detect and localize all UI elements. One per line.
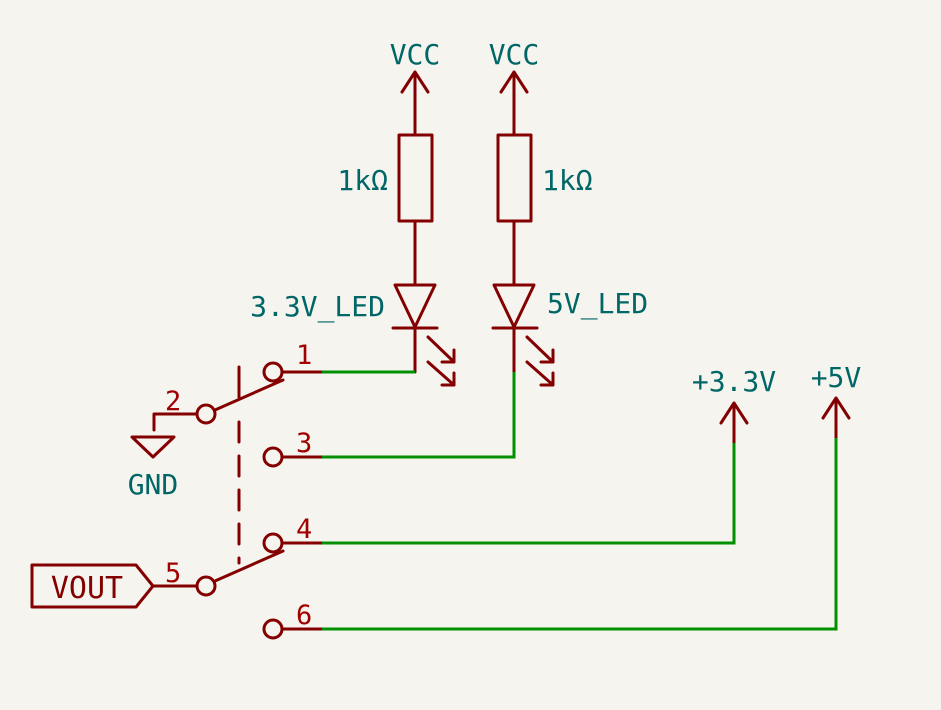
led-left-cathode bbox=[391, 326, 439, 374]
led-right-triangle-icon bbox=[492, 283, 536, 329]
led-right-label: 5V_LED bbox=[547, 287, 648, 321]
led-right[interactable]: 5V_LED bbox=[491, 283, 648, 387]
gnd-triangle-icon bbox=[130, 435, 176, 459]
vout-global-label[interactable]: VOUT bbox=[30, 563, 155, 609]
switch-terminal-4 bbox=[262, 532, 284, 554]
power-3v3-label: +3.3V bbox=[692, 365, 776, 398]
switch-pin-2-lead bbox=[152, 412, 199, 432]
vcc-left-arrow-icon bbox=[400, 70, 430, 137]
wire-pin6-to-5v[interactable] bbox=[322, 438, 838, 631]
vcc-left-symbol[interactable]: VCC bbox=[390, 38, 441, 137]
vcc-right-arrow-icon bbox=[499, 70, 529, 137]
resistor-left-value: 1kΩ bbox=[337, 164, 388, 197]
switch-pin-3-number: 3 bbox=[296, 428, 312, 459]
vout-label-text: VOUT bbox=[51, 571, 123, 606]
switch-lever-upper bbox=[213, 378, 285, 412]
power-3v3-arrow-icon bbox=[719, 401, 749, 445]
vcc-right-symbol[interactable]: VCC bbox=[489, 38, 540, 137]
switch-dpdt[interactable]: 1 2 3 4 5 6 bbox=[151, 340, 324, 640]
resistor-left-body bbox=[397, 133, 434, 223]
resistor-left[interactable]: 1kΩ bbox=[337, 133, 434, 287]
vcc-right-label: VCC bbox=[489, 38, 540, 71]
wire-pin4-to-3v3[interactable] bbox=[322, 443, 736, 545]
led-left[interactable]: 3.3V_LED bbox=[250, 283, 456, 387]
power-3v3-symbol[interactable]: +3.3V bbox=[692, 365, 776, 445]
led-right-cathode bbox=[491, 326, 539, 374]
switch-pin-1-number: 1 bbox=[296, 340, 312, 371]
switch-pin-4-number: 4 bbox=[296, 514, 312, 545]
switch-terminal-5 bbox=[195, 575, 217, 597]
switch-pin-2-number: 2 bbox=[165, 386, 181, 417]
resistor-right[interactable]: 1kΩ bbox=[496, 133, 593, 287]
switch-terminal-3 bbox=[262, 446, 284, 468]
power-5v-label: +5V bbox=[811, 361, 862, 394]
resistor-right-body bbox=[496, 133, 533, 223]
resistor-right-value: 1kΩ bbox=[542, 164, 593, 197]
vout-label-frame bbox=[30, 563, 155, 609]
led-right-emission-arrows-icon bbox=[525, 335, 555, 387]
switch-terminal-6 bbox=[262, 618, 284, 640]
vcc-left-label: VCC bbox=[390, 38, 441, 71]
power-5v-symbol[interactable]: +5V bbox=[811, 361, 862, 440]
led-left-emission-arrows-icon bbox=[426, 335, 456, 387]
led-left-label: 3.3V_LED bbox=[250, 290, 385, 324]
switch-pin-5-number: 5 bbox=[165, 558, 181, 589]
led-left-triangle-icon bbox=[393, 283, 437, 329]
gnd-label: GND bbox=[128, 468, 179, 501]
power-5v-arrow-icon bbox=[821, 396, 851, 440]
switch-pin-6-number: 6 bbox=[296, 600, 312, 631]
switch-terminal-2 bbox=[195, 403, 217, 425]
switch-lever-lower bbox=[213, 549, 285, 583]
wire-pin3-to-led-right[interactable] bbox=[322, 372, 516, 459]
switch-terminal-1 bbox=[262, 361, 284, 383]
gnd-symbol[interactable]: GND bbox=[128, 435, 179, 501]
